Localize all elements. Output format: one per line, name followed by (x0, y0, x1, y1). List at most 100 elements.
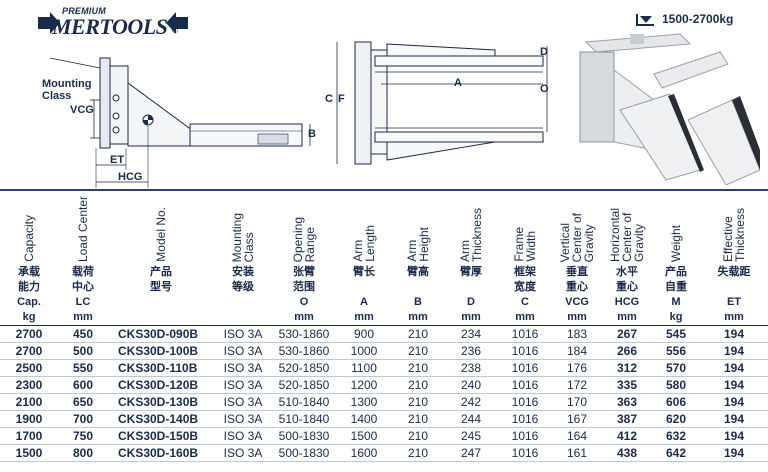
header-symbol-cell: HCG (614, 296, 640, 308)
table-cell: 194 (700, 393, 768, 411)
header-unit-cell: mm (336, 310, 392, 326)
table-cell: 2100 (0, 393, 58, 411)
column-header-label: Arm Length (351, 225, 377, 262)
table-cell: 1900 (0, 410, 58, 428)
header-cn-cell: 臂长 (353, 266, 375, 278)
header-cn-cell: 安装 (232, 266, 254, 278)
product-photo (579, 33, 760, 185)
table-cell: 510-1840 (272, 393, 336, 411)
table-cell: 600 (58, 376, 108, 394)
table-cell: 750 (58, 427, 108, 445)
column-header-label: Opening Range (291, 216, 317, 262)
column-header-label: Model No. (154, 207, 168, 262)
header-cn-cell: 失载距 (717, 266, 751, 278)
table-cell: 500 (58, 342, 108, 360)
table-cell: 387 (602, 410, 652, 428)
table-cell: 312 (602, 359, 652, 377)
table-cell: 510-1840 (272, 410, 336, 428)
table-cell: 1016 (498, 325, 552, 343)
column-header-label: Arm Height (405, 227, 431, 262)
header-unit-cell: mm (602, 310, 652, 326)
table-cell: 194 (700, 410, 768, 428)
table-cell: 167 (552, 410, 602, 428)
header-cn-cell (444, 280, 498, 295)
column-header: Arm Length (336, 193, 392, 265)
capacity-range: 1500-2700kg (636, 12, 733, 26)
table-cell: 1000 (336, 342, 392, 360)
column-header-label: Weight (669, 224, 683, 262)
header-cn-cell: 宽度 (514, 281, 536, 293)
header-cn-cell: 框架 (514, 266, 536, 278)
o-label: O (540, 83, 549, 95)
table-cell: 1016 (498, 342, 552, 360)
table-cell: 161 (552, 444, 602, 462)
logo-premium-text: PREMIUM (62, 6, 106, 16)
header-cn-cell: 自重 (665, 281, 687, 293)
table-cell: 210 (392, 427, 444, 445)
table-cell: 500-1830 (272, 427, 336, 445)
header-symbol-cell: O (299, 296, 309, 308)
section-divider (0, 189, 768, 191)
header-symbol-cell: Cap. (17, 296, 41, 308)
header-cn-cell: 等级 (232, 281, 254, 293)
table-cell: 1100 (336, 359, 392, 377)
column-header-label: Effective Thickness (721, 207, 747, 262)
column-header: Frame Width (498, 193, 552, 265)
column-header-label: Capacity (22, 215, 36, 262)
table-cell: ISO 3A (214, 427, 272, 445)
table-cell: ISO 3A (214, 393, 272, 411)
header-cn-cell: 产品 (150, 266, 172, 278)
table-cell: 1300 (336, 393, 392, 411)
header-cn-cell (336, 280, 392, 295)
header-symbol-cell: VCG (565, 296, 589, 308)
table-cell: 1016 (498, 376, 552, 394)
table-cell: 210 (392, 444, 444, 462)
column-header: Effective Thickness (700, 193, 768, 265)
header-cn-cell: 中心 (72, 281, 94, 293)
column-header: Capacity (0, 193, 58, 265)
table-cell: 1016 (498, 393, 552, 411)
header-row-cn2: 能力中心型号等级范围宽度重心重心自重 (0, 280, 768, 295)
column-header: Arm Height (392, 193, 444, 265)
hcg-label: HCG (118, 171, 143, 183)
header-row-cn1: 承载载荷产品安装张臂臂长臂高臂厚框架垂直水平产品失载距 (0, 265, 768, 280)
table-cell: 236 (444, 342, 498, 360)
table-cell: 184 (552, 342, 602, 360)
table-cell: 194 (700, 359, 768, 377)
table-cell: 363 (602, 393, 652, 411)
table-cell: 335 (602, 376, 652, 394)
table-cell: 1016 (498, 444, 552, 462)
a-label: A (454, 77, 462, 89)
table-cell: 450 (58, 325, 108, 343)
header-symbol-cell (108, 295, 214, 310)
logo-brand-text: MERTOOLS (52, 14, 168, 39)
table-cell: 1400 (336, 410, 392, 428)
header-cn-cell: 臂高 (407, 266, 429, 278)
header-unit-cell: mm (498, 310, 552, 326)
table-cell: 606 (652, 393, 700, 411)
header-cn-cell: 型号 (150, 281, 172, 293)
header-unit-cell: kg (0, 310, 58, 326)
table-cell: CKS30D-160B (108, 444, 214, 462)
header-unit-cell: mm (392, 310, 444, 326)
header-cn-cell: 臂厚 (460, 266, 482, 278)
table-cell: ISO 3A (214, 342, 272, 360)
logo-arrows-icon (38, 12, 188, 34)
table-cell: 247 (444, 444, 498, 462)
c-label: C (325, 93, 333, 105)
table-cell: 1600 (336, 444, 392, 462)
table-cell: 412 (602, 427, 652, 445)
table-cell: 2300 (0, 376, 58, 394)
table-cell: 2700 (0, 342, 58, 360)
column-header-label: Frame Width (512, 227, 538, 262)
logo-registered-mark: ® (172, 26, 178, 35)
table-cell: 900 (336, 325, 392, 343)
